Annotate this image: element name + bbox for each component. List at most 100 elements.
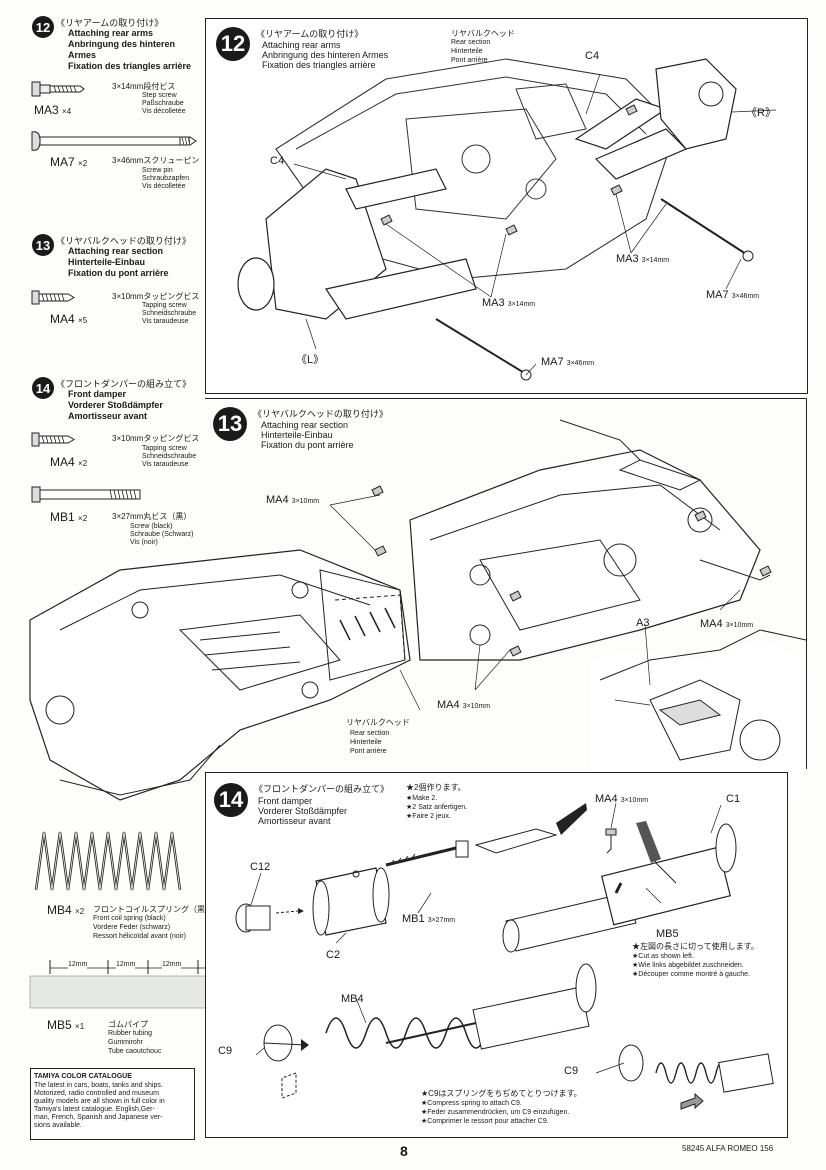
rear-section-label-en: Rear section: [350, 730, 390, 737]
front-damper-assembly-drawing: [235, 802, 774, 1110]
part-code-ma3: MA3 ×4: [34, 103, 72, 117]
part-desc-de: Schraube (Schwarz): [130, 531, 194, 538]
part-spec-mb4: フロントコイルスプリング（黒）: [93, 905, 213, 914]
rear-section-label-de: Hinterteile: [350, 739, 382, 746]
part-desc-fr: Vis taraudeuse: [142, 318, 189, 325]
part-desc-de: Vordere Feder (schwarz): [93, 924, 171, 931]
part-code-mb1: MB1 ×2: [50, 510, 88, 524]
step-title-en: Front damper: [258, 796, 313, 806]
step-title-en: Front damper: [68, 389, 127, 399]
tapping-screw-drawing: [31, 290, 75, 305]
step-number-badge: 14: [214, 783, 248, 817]
step-title-en: Attaching rear arms: [68, 28, 154, 38]
page-number: 8: [400, 1143, 408, 1159]
part-label-ma3: MA3 3×14mm: [616, 253, 670, 265]
step-title-en: Attaching rear section: [261, 420, 349, 430]
part-spec-ma4: 3×10mmタッピングビス: [112, 434, 200, 443]
part-desc-en: Screw (black): [130, 523, 173, 530]
tapping-screw-drawing: [31, 432, 75, 447]
rear-section-label-fr: Pont arrière: [451, 57, 488, 64]
step-title-de: Anbringung des hinteren Armes: [262, 50, 389, 60]
part-code-ma4: MA4 ×5: [50, 312, 88, 326]
step-12-panel: 12 《リヤアームの取り付け》 Attaching rear arms Anbr…: [205, 18, 808, 394]
step-title-de-2: Armes: [68, 50, 97, 60]
rear-arm-assembly-drawing: [237, 58, 777, 381]
part-desc-de: Schneidschraube: [142, 453, 197, 460]
step-title-fr: Fixation des triangles arrière: [68, 61, 192, 71]
part-desc-de: Gummirohr: [108, 1039, 144, 1046]
part-desc-en: Rubber tubing: [108, 1030, 152, 1037]
catalogue-line: sions available.: [34, 1122, 82, 1129]
part-code-ma4: MA4 ×2: [50, 455, 88, 469]
part-label-a3: A3: [636, 617, 650, 629]
chassis-rear-section-drawing: [29, 419, 807, 801]
part-code-mb4: MB4 ×2: [47, 903, 85, 917]
cut-note-en: ★Cut as shown left.: [632, 953, 694, 960]
cut-note-jp: ★左図の長さに切って使用します。: [632, 942, 759, 951]
step-title-en: Attaching rear section: [68, 246, 164, 256]
step-title-fr: Fixation des triangles arrière: [262, 60, 376, 70]
part-label-ma7: MA7 3×46mm: [706, 289, 760, 301]
step-title-jp: 《フロントダンパーの組み立て》: [56, 380, 192, 390]
catalogue-line: The latest in cars, boats, tanks and shi…: [34, 1082, 163, 1089]
part-desc-fr: Vis décolletée: [142, 108, 186, 115]
step-title-jp: 《リヤバルクヘッドの取り付け》: [253, 410, 388, 420]
part-desc-de: Paßschraube: [142, 100, 184, 107]
part-desc-en: Step screw: [142, 92, 177, 99]
screw-pin-drawing: [31, 131, 197, 151]
part-label-c1: C1: [726, 793, 741, 805]
part-desc-fr: Tube caoutchouc: [108, 1048, 162, 1055]
part-desc-en: Front coil spring (black): [93, 915, 166, 922]
step-title-de: Hinterteile-Einbau: [68, 257, 146, 267]
part-label-ma7: MA7 3×46mm: [541, 356, 595, 368]
step-title-fr: Fixation du pont arrière: [68, 268, 169, 278]
step-title-jp: 《リヤアームの取り付け》: [256, 30, 364, 40]
part-label-c2: C2: [326, 949, 341, 961]
part-desc-de: Schneidschraube: [142, 310, 197, 317]
step-title-fr: Amortisseur avant: [258, 816, 331, 826]
step-13-panel: 13 《リヤバルクヘッドの取り付け》 Attaching rear sectio…: [205, 398, 807, 769]
rear-section-label-jp: リヤバルクヘッド: [451, 29, 515, 38]
cut-mark-label: 12mm: [162, 961, 182, 969]
step-title-de: Anbringung des hinteren: [68, 39, 175, 49]
part-desc-fr: Vis décolletée: [142, 183, 186, 190]
make-note-en: ★Make 2.: [406, 795, 438, 802]
rear-section-label-en: Rear section: [451, 39, 491, 46]
part-label-c12: C12: [250, 861, 271, 873]
side-label-left: 《L》: [296, 354, 325, 366]
step-number-badge: 12: [216, 27, 250, 61]
part-label-c9: C9: [218, 1045, 233, 1057]
part-spec-ma7: 3×46mmスクリューピン: [112, 156, 200, 165]
catalogue-line: quality models are all shown in full col…: [34, 1098, 165, 1105]
step-title-fr: Fixation du pont arrière: [261, 440, 354, 450]
part-label-c9: C9: [564, 1065, 579, 1077]
step-title-de: Vorderer Stoßdämpfer: [68, 400, 163, 410]
side-label-right: 《R》: [746, 107, 776, 119]
compress-note-fr: ★Comprimer le ressort pour attacher C9.: [421, 1118, 549, 1125]
make-note-de: ★2 Satz anfertigen.: [406, 804, 468, 811]
part-desc-en: Tapping screw: [142, 302, 187, 309]
compress-note-jp: ★C9はスプリングをちぢめてとりつけます。: [421, 1089, 582, 1098]
catalogue-title: TAMIYA COLOR CATALOGUE: [34, 1073, 132, 1080]
sidebar: 12 《リヤアームの取り付け》 Attaching rear arms Anbr…: [0, 0, 265, 1170]
round-screw-drawing: [31, 486, 141, 503]
step-number-badge: 13: [213, 407, 247, 441]
part-desc-fr: Vis (noir): [130, 539, 158, 546]
part-label-ma4: MA4 3×10mm: [266, 494, 320, 506]
step-number-badge: 14: [32, 377, 54, 399]
cut-mark-label: 12mm: [68, 961, 88, 969]
rear-section-label-de: Hinterteile: [451, 48, 483, 55]
part-spec-mb5: ゴムパイプ: [108, 1020, 148, 1029]
step-title-jp: 《リヤアームの取り付け》: [56, 19, 164, 29]
catalogue-box: TAMIYA COLOR CATALOGUE The latest in car…: [30, 1068, 195, 1140]
part-label-mb4: MB4: [341, 993, 364, 1005]
part-label-ma4: MA4 3×10mm: [437, 699, 491, 711]
cut-note-fr: ★Découper comme montré à gauche.: [632, 971, 750, 978]
step-screw-drawing: [31, 81, 85, 97]
part-desc-en: Tapping screw: [142, 445, 187, 452]
part-code-ma7: MA7 ×2: [50, 155, 88, 169]
part-desc-fr: Ressort hélicoïdal avant (noir): [93, 933, 186, 940]
catalogue-line: Tamiya's latest catalogue. English,Ger-: [34, 1106, 155, 1113]
part-label-mb1: MB1 3×27mm: [402, 913, 456, 925]
rear-section-label-jp: リヤバルクヘッド: [346, 718, 410, 727]
